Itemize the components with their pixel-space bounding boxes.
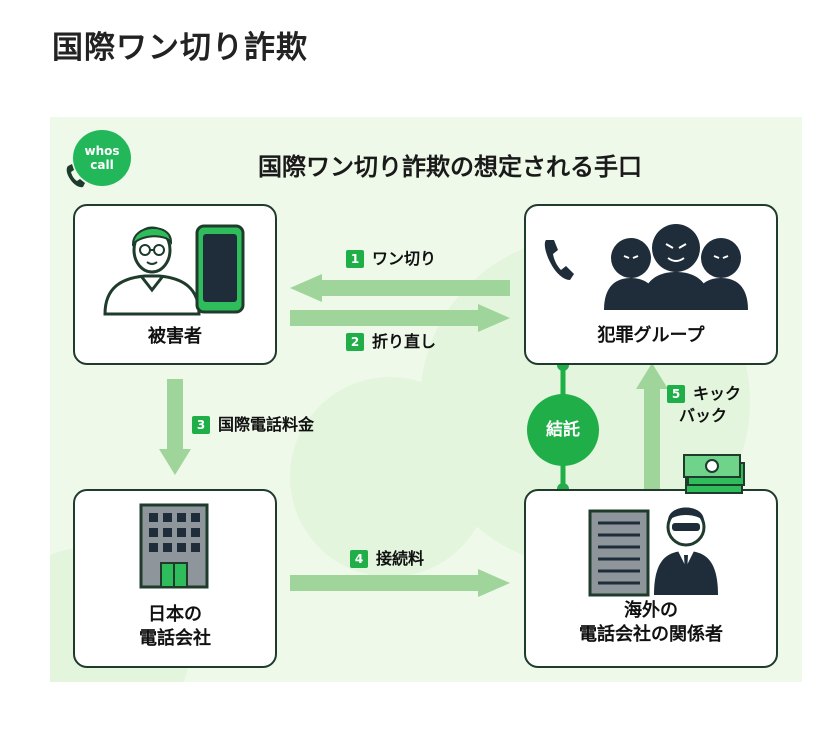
criminal-group-label: 犯罪グループ (597, 325, 705, 346)
criminal-group-illustration (544, 224, 748, 310)
arrow-kickback (636, 363, 668, 492)
logo-text-line1: whos (84, 144, 120, 158)
logo-phone-icon (66, 164, 85, 188)
step-5-label-1: キック (693, 384, 742, 403)
collusion-badge: 結託 (527, 394, 599, 466)
criminal-group-box: 犯罪グループ (524, 204, 778, 365)
step-3-number: 3 (192, 416, 210, 434)
money-stack-icon (683, 454, 745, 494)
japan-telecom-box: 日本の 電話会社 (73, 489, 277, 668)
japan-telecom-label-1: 日本の (148, 604, 202, 625)
foreign-telecom-label-1: 海外の (624, 600, 678, 621)
japan-telecom-label-2: 電話会社 (139, 628, 211, 649)
page-title: 国際ワン切り詐欺 (52, 30, 308, 66)
arrow-connection-fee (290, 569, 510, 597)
step-1-number: 1 (346, 250, 364, 268)
step-3: 3 国際電話料金 (192, 414, 314, 436)
step-1: 1 ワン切り (346, 248, 436, 270)
foreign-telecom-label-2: 電話会社の関係者 (579, 624, 723, 645)
step-5-number: 5 (667, 385, 685, 403)
background-blob (290, 377, 490, 577)
step-4-label: 接続料 (376, 549, 425, 568)
arrow-one-ring (290, 274, 510, 302)
step-2: 2 折り直し (346, 331, 436, 353)
diagram-title: 国際ワン切り詐欺の想定される手口 (258, 153, 642, 181)
flow-arrows (159, 274, 668, 597)
victim-label: 被害者 (148, 326, 202, 347)
whoscall-logo: whos call (73, 130, 131, 186)
step-4-number: 4 (350, 550, 368, 568)
step-1-label: ワン切り (372, 249, 437, 268)
arrow-intl-fee (159, 379, 191, 475)
logo-text-line2: call (90, 158, 114, 172)
victim-illustration (103, 224, 245, 316)
step-2-number: 2 (346, 333, 364, 351)
step-2-label: 折り直し (372, 332, 437, 351)
step-5-label-2: バック (679, 406, 728, 425)
foreign-insider-illustration (588, 507, 718, 597)
step-5: 5 キック バック (667, 383, 741, 427)
arrow-callback (290, 304, 510, 332)
foreign-telecom-box: 海外の 電話会社の関係者 (524, 489, 778, 668)
victim-box: 被害者 (73, 204, 277, 365)
building-icon (139, 503, 209, 589)
step-3-label: 国際電話料金 (218, 415, 315, 434)
diagram-panel: whos call 国際ワン切り詐欺の想定される手口 結託 (50, 117, 802, 682)
step-4: 4 接続料 (350, 548, 424, 570)
